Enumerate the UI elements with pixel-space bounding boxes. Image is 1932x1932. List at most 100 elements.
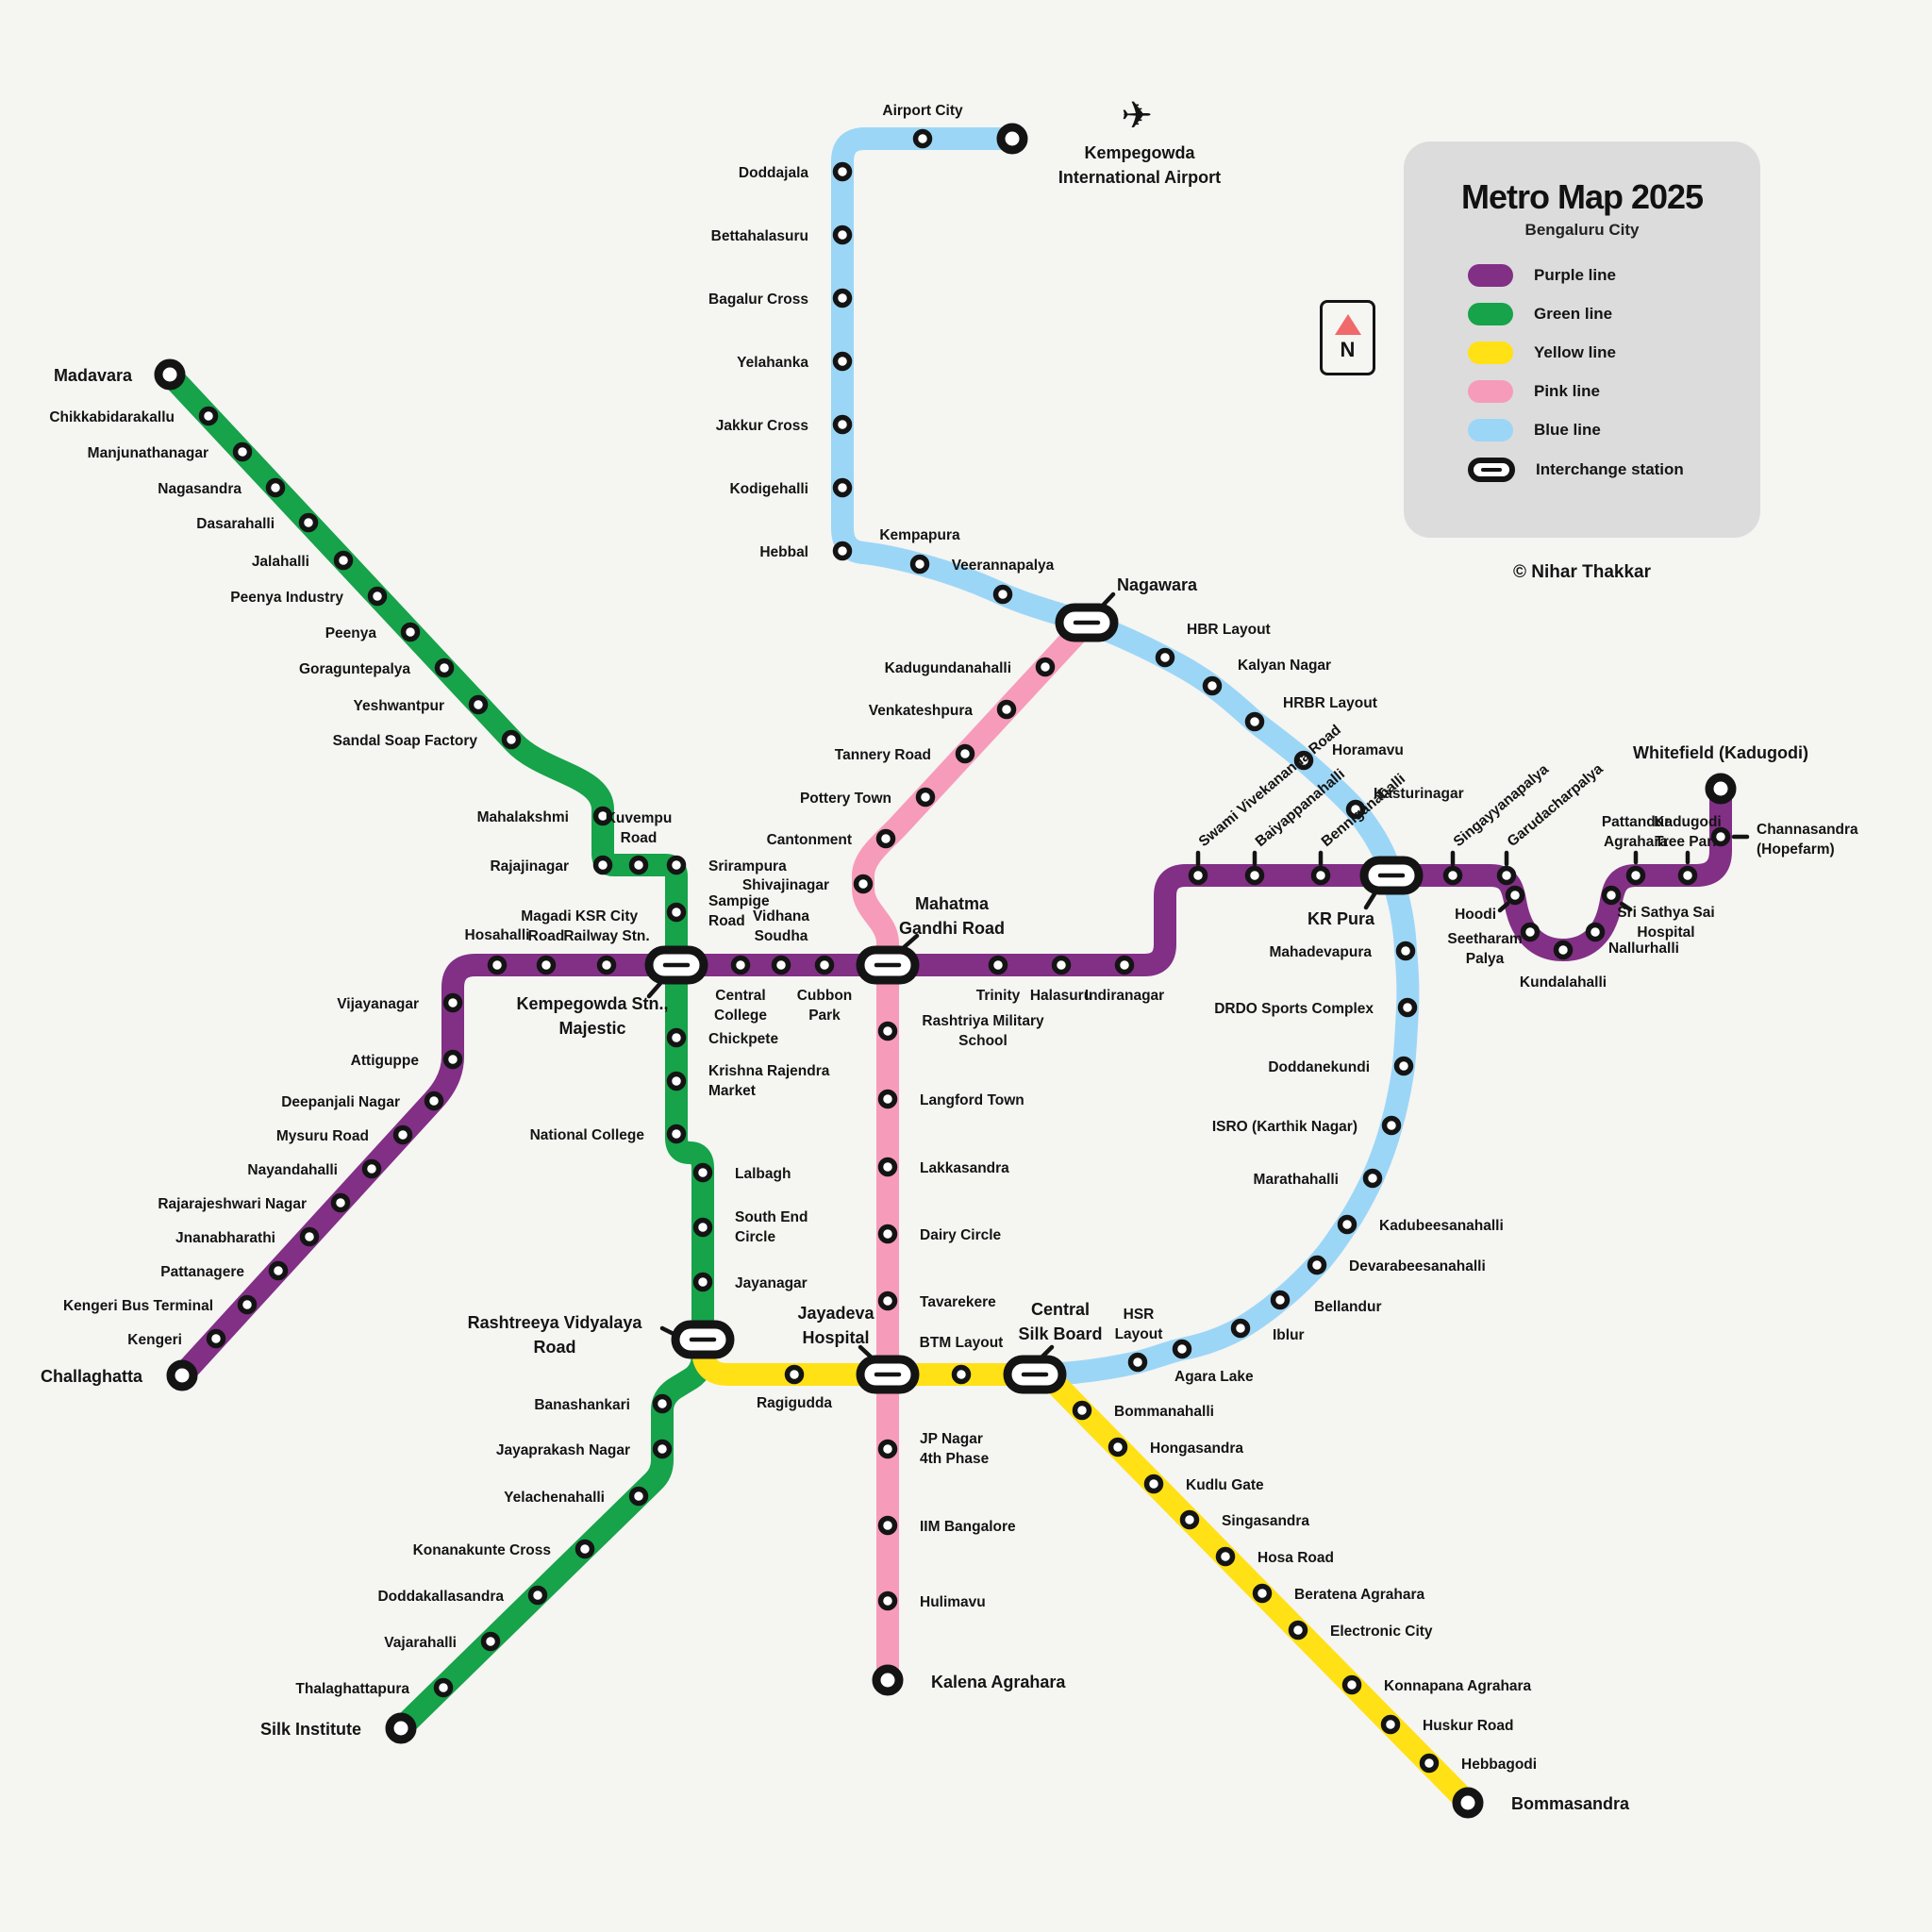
station-marker [1345, 799, 1366, 820]
station-marker [1244, 711, 1265, 732]
station-marker [330, 1192, 351, 1213]
station-shivajinagar: Shivajinagar [742, 874, 874, 894]
station-label: Tavarekere [920, 1294, 996, 1310]
station-tick [1040, 1344, 1055, 1359]
legend-panel: Metro Map 2025 Bengaluru City Purple lin… [1404, 142, 1760, 538]
station-label: Kempegowda Stn.,Majestic [516, 994, 668, 1038]
station-label: Rajajinagar [490, 858, 569, 874]
station-marker [299, 1226, 320, 1247]
station-label: Konanakunte Cross [413, 1542, 551, 1558]
station-marker [1496, 865, 1517, 886]
station-marker [592, 855, 613, 875]
station-label: DRDO Sports Complex [1214, 1001, 1374, 1017]
station-label: KR Pura [1307, 909, 1375, 928]
station-yelahanka: Yelahanka [737, 351, 853, 372]
station-deepanjali-nagar: Deepanjali Nagar [281, 1091, 444, 1111]
station-garudacharpalya: Garudacharpalya [1496, 760, 1607, 886]
station-label: Huskur Road [1423, 1718, 1513, 1734]
station-label: Lalbagh [735, 1166, 791, 1182]
station-marker [1362, 1168, 1383, 1189]
station-iim-bangalore: IIM Bangalore [877, 1515, 1016, 1536]
station-marker [832, 225, 853, 245]
station-tick [1497, 901, 1510, 913]
purple-line-swatch [1468, 264, 1513, 287]
station-marker [832, 477, 853, 498]
station-marker [814, 955, 835, 975]
station-label: Vijayanagar [337, 996, 419, 1012]
station-marker [1585, 922, 1606, 942]
station-hbr-layout: HBR Layout [1155, 622, 1271, 668]
station-marker [832, 541, 853, 561]
station-label: Airport City [882, 103, 963, 119]
station-label: Tannery Road [835, 747, 931, 763]
station-marker [877, 1224, 898, 1244]
station-marker [1677, 865, 1698, 886]
station-marker [832, 351, 853, 372]
station-konanakunte-cross: Konanakunte Cross [413, 1539, 595, 1559]
station-kengeri-bus-terminal: Kengeri Bus Terminal [63, 1294, 258, 1315]
station-marker [1172, 1339, 1192, 1359]
station-chickpete: Chickpete [666, 1027, 778, 1048]
station-marker [442, 992, 463, 1013]
station-label: Chikkabidarakallu [49, 409, 175, 425]
station-label: Iblur [1273, 1327, 1305, 1343]
station-attiguppe: Attiguppe [351, 1049, 463, 1070]
yellow-line-swatch [1468, 341, 1513, 364]
station-label: Attiguppe [351, 1053, 420, 1069]
compass-label: N [1340, 337, 1356, 361]
station-marker [832, 288, 853, 308]
station-marker [1072, 1400, 1092, 1421]
station-label: Rajarajeshwari Nagar [158, 1196, 307, 1212]
station-bettahalasuru: Bettahalasuru [711, 225, 853, 245]
station-marker [666, 1071, 687, 1091]
station-label: Singayyanapalya [1451, 761, 1553, 850]
station-tick [659, 1325, 676, 1337]
terminus-marker [385, 1712, 417, 1744]
station-halasuru: Halasuru [1030, 955, 1092, 1004]
terminus-marker [1452, 1787, 1484, 1819]
station-jakkur-cross: Jakkur Cross [716, 414, 853, 435]
station-label: Kudlu Gate [1186, 1477, 1264, 1493]
station-label: Kempapura [879, 527, 960, 543]
station-marker [575, 1539, 595, 1559]
station-marker [501, 729, 522, 750]
station-label: HBR Layout [1187, 622, 1271, 638]
station-label: Bellandur [1314, 1299, 1381, 1315]
station-konnapana-agrahara: Konnapana Agrahara [1341, 1674, 1532, 1695]
station-label: Hongasandra [1150, 1441, 1243, 1457]
station-marker [596, 955, 617, 975]
legend-row-blue: Blue line [1432, 419, 1732, 441]
station-marker [875, 828, 896, 849]
legend-row-interchange: Interchange station [1432, 458, 1732, 482]
station-dairy-circle: Dairy Circle [877, 1224, 1002, 1244]
legend-row-green: Green line [1432, 303, 1732, 325]
station-marker [652, 1439, 673, 1459]
station-label: Langford Town [920, 1092, 1024, 1108]
station-marker [1202, 675, 1223, 696]
station-langford-town: Langford Town [877, 1089, 1024, 1109]
station-label: Ragigudda [757, 1395, 832, 1411]
station-madavara: Madavara [54, 358, 186, 391]
station-kempegowda-stn-majestic: Kempegowda Stn.,Majestic [516, 945, 708, 1038]
station-label: Doddajala [739, 165, 808, 181]
station-marker [1293, 750, 1314, 771]
line-green [158, 363, 714, 1740]
station-marker [1397, 997, 1418, 1018]
station-marker [628, 855, 649, 875]
station-venkateshpura: Venkateshpura [869, 699, 1017, 720]
station-doddajala: Doddajala [739, 161, 853, 182]
